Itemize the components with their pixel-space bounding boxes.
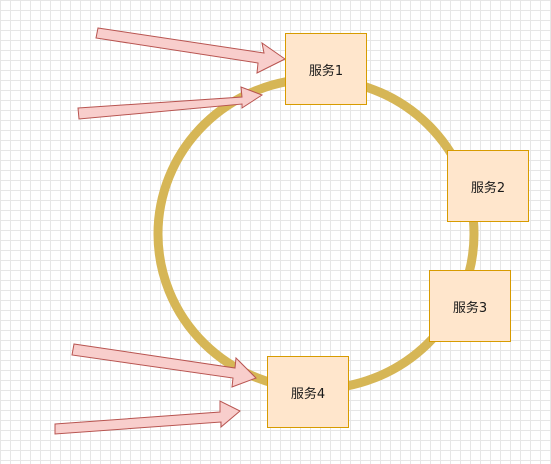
request-arrow-2 [77, 86, 264, 120]
service-node-4-label: 服务4 [290, 386, 326, 402]
service-node-3-label: 服务3 [452, 300, 488, 316]
service-node-2: 服务2 [447, 150, 529, 222]
request-arrow-3 [71, 343, 257, 388]
service-node-1: 服务1 [285, 33, 367, 105]
request-arrow-1 [95, 27, 286, 74]
service-node-3: 服务3 [429, 270, 511, 342]
service-node-1-label: 服务1 [308, 63, 344, 79]
request-arrow-4 [54, 400, 241, 435]
hash-ring [153, 74, 479, 394]
service-node-2-label: 服务2 [470, 180, 506, 196]
service-node-4: 服务4 [267, 356, 349, 428]
